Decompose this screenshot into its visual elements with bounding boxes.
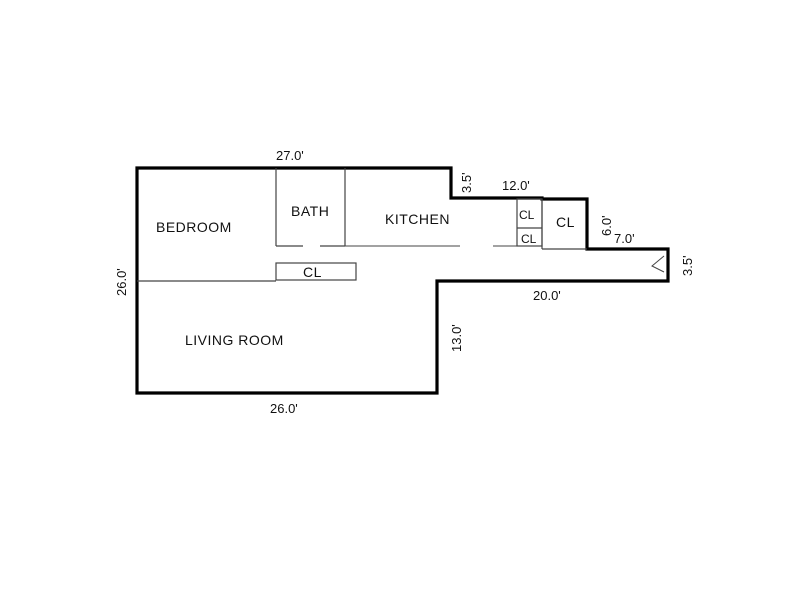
right-closet-label: CL	[556, 214, 575, 230]
dim-entry-width: 7.0'	[614, 231, 635, 246]
hall-closet	[275, 262, 357, 281]
dim-kitchen-width: 12.0'	[502, 178, 530, 193]
kitchen-closet-top-label: CL	[519, 208, 535, 222]
bedroom-label: BEDROOM	[156, 219, 232, 235]
bath-label: BATH	[291, 203, 329, 219]
dim-bottom-width: 26.0'	[270, 401, 298, 416]
dim-lower-width: 20.0'	[533, 288, 561, 303]
dim-top-width: 27.0'	[276, 148, 304, 163]
dim-living-height: 13.0'	[449, 324, 464, 352]
dim-left-height: 26.0'	[114, 268, 129, 296]
kitchen-label: KITCHEN	[385, 211, 450, 227]
dim-step-height: 3.5'	[459, 172, 474, 193]
entry-door-icon	[651, 255, 665, 273]
hall-closet-label: CL	[303, 264, 322, 280]
dim-entry-height: 3.5'	[680, 255, 695, 276]
dim-closet-depth: 6.0'	[599, 215, 614, 236]
living-room-label: LIVING ROOM	[185, 332, 284, 348]
kitchen-closet-bottom-label: CL	[521, 232, 537, 246]
